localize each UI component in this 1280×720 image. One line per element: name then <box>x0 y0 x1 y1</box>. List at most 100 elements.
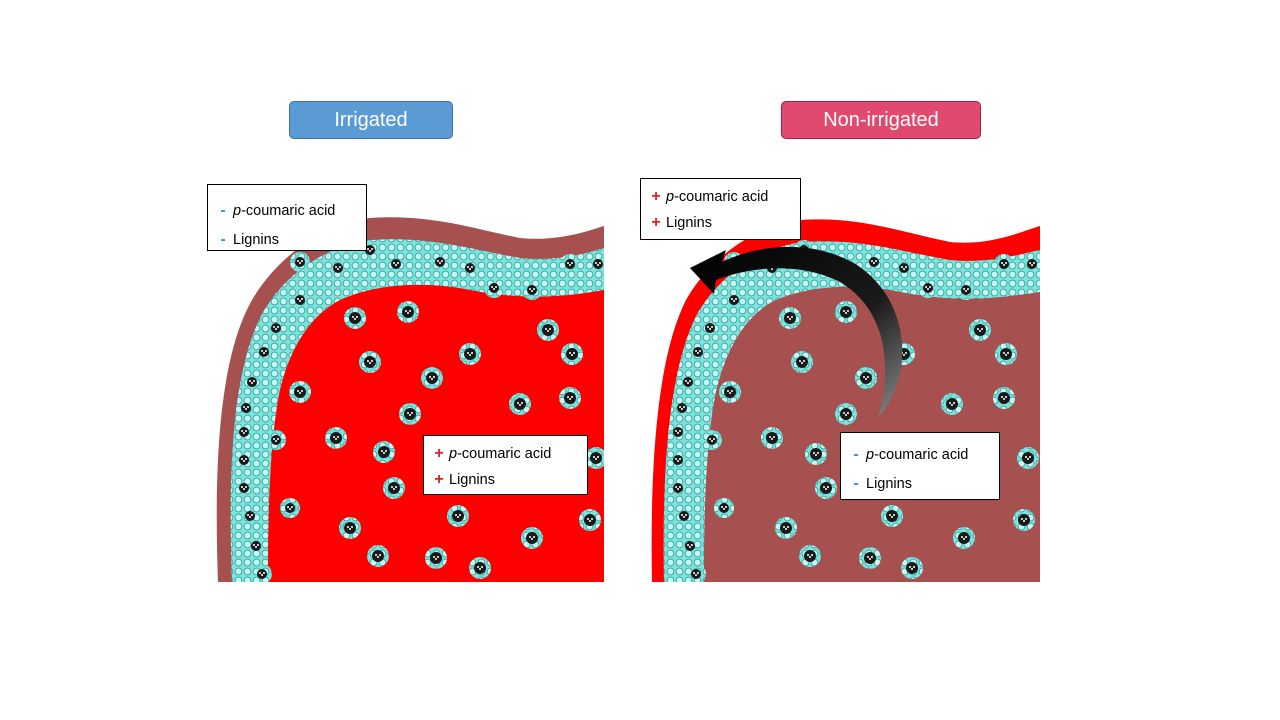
vascular-bundle <box>969 319 991 341</box>
vascular-bundle <box>995 343 1017 365</box>
legend-row: - p-coumaric acid <box>851 440 989 469</box>
vascular-bundle <box>835 301 857 323</box>
vascular-bundle <box>668 450 688 470</box>
vascular-bundle <box>714 498 734 518</box>
vascular-bundle <box>700 318 720 338</box>
vascular-bundle <box>779 307 801 329</box>
vascular-bundle <box>234 422 254 442</box>
vascular-bundle <box>799 545 821 567</box>
vascular-bundle <box>325 427 347 449</box>
vascular-bundle <box>686 564 706 582</box>
vascular-bundle <box>469 557 491 579</box>
vascular-bundle <box>835 403 857 425</box>
plus-sign-icon: + <box>434 471 444 488</box>
vascular-bundle <box>280 498 300 518</box>
plus-sign-icon: + <box>651 188 661 205</box>
vascular-bundle <box>560 254 580 274</box>
legend-inner-irrigated: + p-coumaric acid + Lignins <box>423 435 588 495</box>
irrigated-label: Irrigated <box>289 101 453 139</box>
vascular-bundle <box>901 557 923 579</box>
vascular-bundle <box>289 381 311 403</box>
vascular-bundle <box>383 477 405 499</box>
vascular-bundle <box>855 367 877 389</box>
vascular-bundle <box>339 517 361 539</box>
vascular-bundle <box>994 254 1014 274</box>
irrigated-section <box>216 217 604 582</box>
vascular-bundle <box>421 367 443 389</box>
legend-row: - p-coumaric acid <box>218 196 356 225</box>
vascular-bundle <box>953 527 975 549</box>
vascular-bundle <box>399 403 421 425</box>
vascular-bundle <box>805 443 827 465</box>
vascular-bundle <box>266 318 286 338</box>
vascular-bundle <box>236 398 256 418</box>
vascular-bundle <box>1017 447 1039 469</box>
non-irrigated-label: Non-irrigated <box>781 101 981 139</box>
legend-inner-non-irrigated: - p-coumaric acid - Lignins <box>840 432 1000 500</box>
curved-arrow <box>690 246 903 418</box>
vascular-bundle <box>815 477 837 499</box>
vascular-bundle <box>459 343 481 365</box>
minus-sign-icon: - <box>853 474 859 492</box>
vascular-bundle <box>719 381 741 403</box>
minus-sign-icon: - <box>220 230 226 248</box>
vascular-bundle <box>266 430 286 450</box>
vascular-bundle <box>359 351 381 373</box>
vascular-bundle <box>1022 254 1040 274</box>
vascular-bundle <box>290 290 310 310</box>
vascular-bundle <box>585 447 604 469</box>
vascular-bundle <box>397 301 419 323</box>
vascular-bundle <box>344 307 366 329</box>
vascular-bundle <box>234 450 254 470</box>
vascular-bundle <box>881 505 903 527</box>
vascular-bundle <box>724 290 744 310</box>
vascular-bundle <box>242 372 262 392</box>
vascular-bundle <box>761 427 783 449</box>
vascular-bundle <box>918 278 938 298</box>
plus-sign-icon: + <box>434 445 444 462</box>
vascular-bundle <box>386 254 406 274</box>
sclerenchyma-ring <box>230 239 604 582</box>
vascular-bundle <box>864 252 884 272</box>
vascular-bundle <box>559 387 581 409</box>
vascular-bundle <box>234 478 254 498</box>
vascular-bundle <box>941 393 963 415</box>
vascular-bundle <box>509 393 531 415</box>
vascular-bundle <box>859 547 881 569</box>
legend-row: + p-coumaric acid <box>434 445 552 462</box>
vascular-bundle <box>425 547 447 569</box>
plus-sign-icon: + <box>651 214 661 231</box>
legend-row: - Lignins <box>218 225 356 254</box>
vascular-bundle <box>460 258 480 278</box>
vascular-bundle <box>254 342 274 362</box>
vascular-bundle <box>791 351 813 373</box>
vascular-bundle <box>447 505 469 527</box>
vascular-bundle <box>668 422 688 442</box>
sclerenchyma-ring <box>663 241 1040 582</box>
minus-sign-icon: - <box>220 201 226 219</box>
vascular-bundle <box>522 280 542 300</box>
vascular-bundle <box>252 564 272 582</box>
legend-outer-non-irrigated: + p-coumaric acid + Lignins <box>640 178 801 240</box>
vascular-bundle <box>367 545 389 567</box>
vascular-bundle <box>672 398 692 418</box>
vascular-bundle <box>521 527 543 549</box>
vascular-bundle <box>993 387 1015 409</box>
vascular-bundle <box>1013 509 1035 531</box>
vascular-bundle <box>894 258 914 278</box>
vascular-bundle <box>680 536 700 556</box>
vascular-bundle <box>775 517 797 539</box>
legend-outer-irrigated: - p-coumaric acid - Lignins <box>207 184 367 251</box>
vascular-bundle <box>668 478 688 498</box>
vascular-bundle <box>678 372 698 392</box>
legend-row: - Lignins <box>851 469 989 498</box>
vascular-bundle <box>290 252 310 272</box>
vascular-bundle <box>702 430 722 450</box>
minus-sign-icon: - <box>853 445 859 463</box>
vascular-bundle <box>674 506 694 526</box>
legend-row: + p-coumaric acid <box>651 188 769 205</box>
vascular-bundle <box>484 278 504 298</box>
vascular-bundle <box>373 441 395 463</box>
inner-parenchyma-high <box>268 284 604 582</box>
